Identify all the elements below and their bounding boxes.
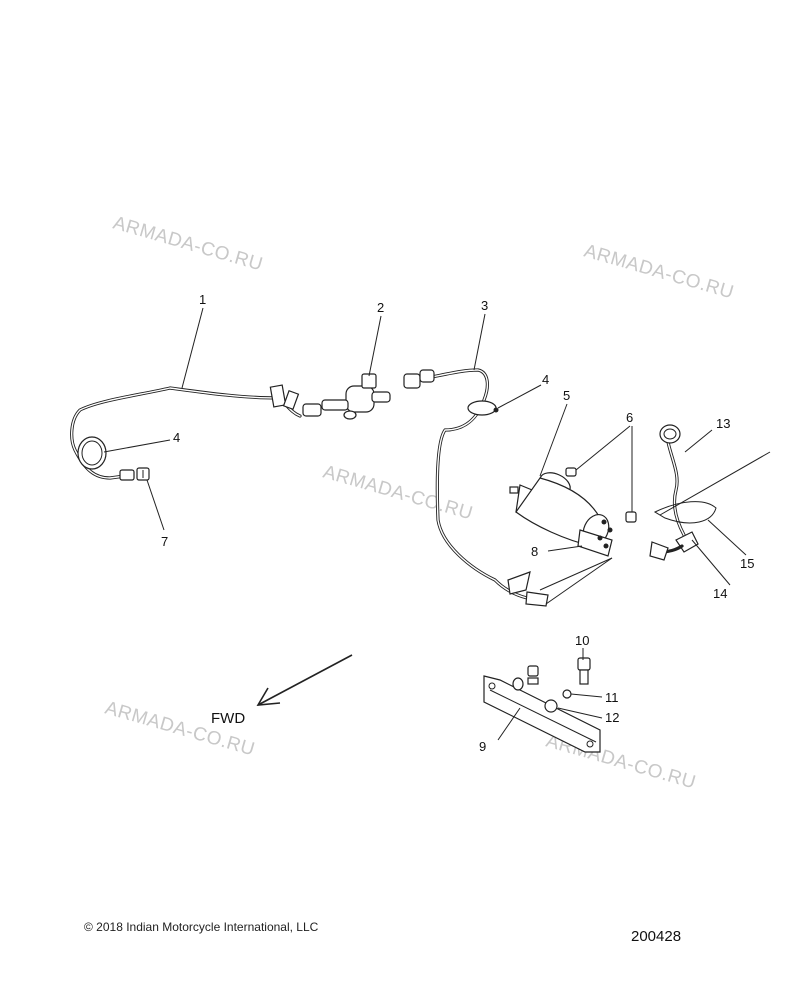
callout-3: 3 xyxy=(481,298,488,313)
mounting-screw xyxy=(565,467,637,523)
callout-13: 13 xyxy=(716,416,730,431)
callout-12: 12 xyxy=(605,710,619,725)
callout-10: 10 xyxy=(575,633,589,648)
watermark: ARMADA-CO.RU xyxy=(582,241,737,304)
watermark: ARMADA-CO.RU xyxy=(111,213,266,276)
callout-4-right: 4 xyxy=(542,372,549,387)
callout-6: 6 xyxy=(626,410,633,425)
forward-label: FWD xyxy=(211,710,245,727)
callout-8: 8 xyxy=(531,544,538,559)
watermark: ARMADA-CO.RU xyxy=(103,698,258,761)
hose-clamp-left xyxy=(77,436,107,470)
diagram-number: 200428 xyxy=(631,928,682,945)
callout-4-left: 4 xyxy=(173,430,180,445)
vent-hose-left xyxy=(70,384,322,481)
callout-9: 9 xyxy=(479,739,486,754)
callout-5: 5 xyxy=(563,388,570,403)
copyright-notice: © 2018 Indian Motorcycle International, … xyxy=(84,920,319,934)
canister-bracket xyxy=(483,657,601,753)
charcoal-canister xyxy=(509,472,613,557)
hose-clamp-right xyxy=(467,400,499,416)
leader-lines xyxy=(103,307,747,741)
watermark: ARMADA-CO.RU xyxy=(321,462,476,525)
purge-valve xyxy=(321,373,391,420)
callout-1: 1 xyxy=(199,292,206,307)
callout-2: 2 xyxy=(377,300,384,315)
callout-7: 7 xyxy=(161,534,168,549)
vent-hose-middle xyxy=(403,368,549,607)
callout-11: 11 xyxy=(605,690,619,705)
callout-15: 15 xyxy=(740,556,754,571)
callout-14: 14 xyxy=(713,586,727,601)
forward-arrow xyxy=(256,654,353,706)
filler-vent-hose xyxy=(649,424,771,561)
fitting-bolt xyxy=(136,467,150,481)
